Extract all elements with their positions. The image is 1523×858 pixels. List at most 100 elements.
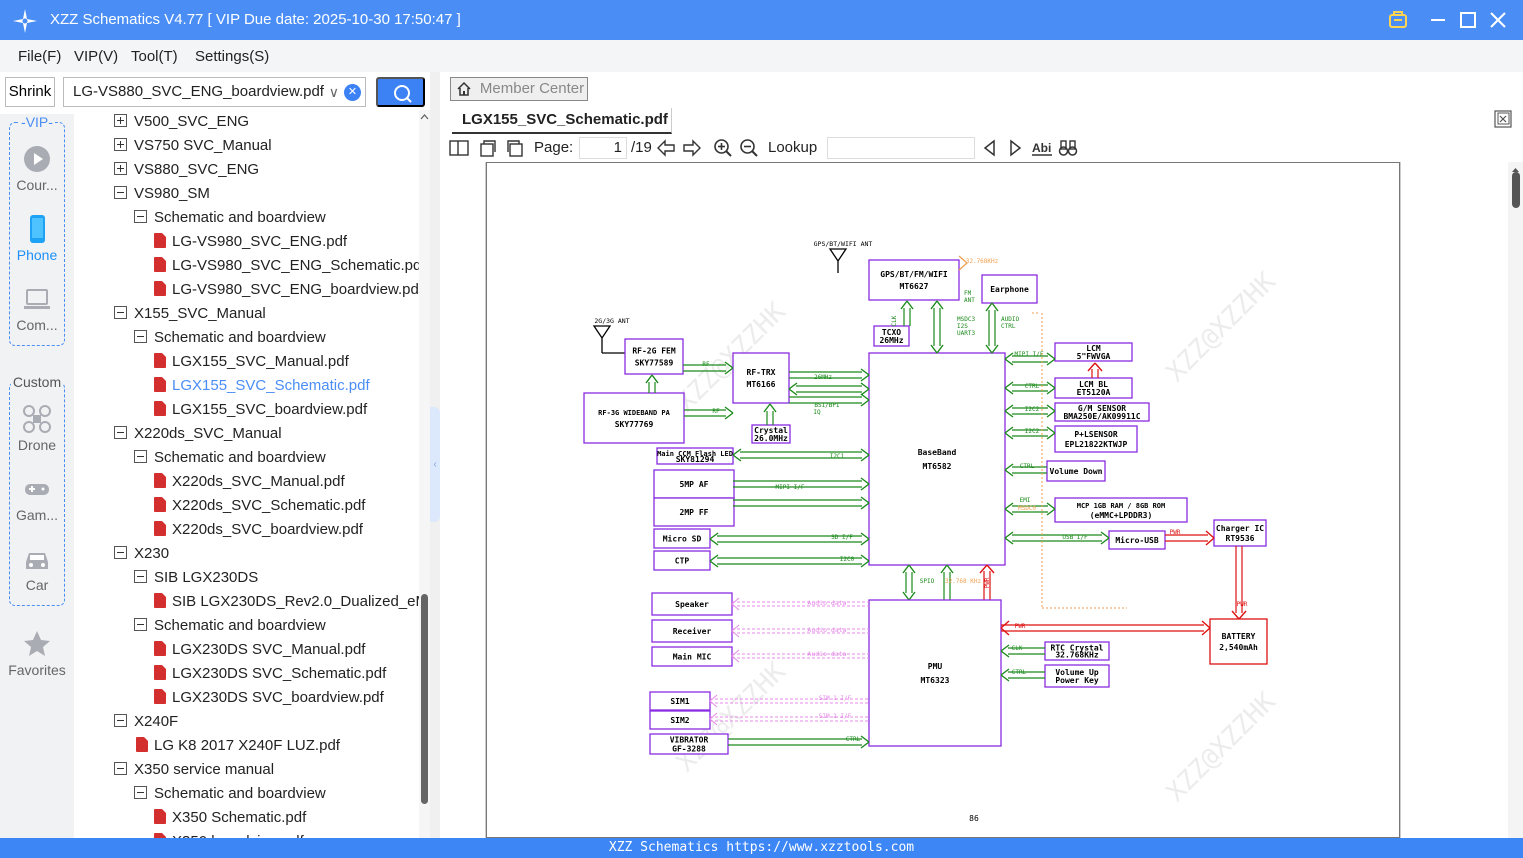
tree-folder-item[interactable]: SIB LGX230DS	[134, 566, 258, 590]
menu-file[interactable]: File(F)	[18, 48, 62, 65]
minimize-icon[interactable]	[1425, 7, 1451, 33]
scroll-up-icon[interactable]	[419, 111, 430, 123]
tree-file-item[interactable]: X220ds_SVC_Schematic.pdf	[154, 494, 365, 518]
tree-file-item[interactable]: SIB LGX230DS_Rev2.0_Dualized_eMMC	[154, 590, 419, 614]
tree-folder-item[interactable]: X230	[114, 542, 169, 566]
menu-settings[interactable]: Settings(S)	[195, 48, 270, 65]
file-search-combobox[interactable]: LG-VS880_SVC_ENG_boardview.pdf ∨ ✕	[63, 77, 366, 107]
menu-vip[interactable]: VIP(V)	[74, 48, 119, 65]
block-crystal26	[751, 424, 791, 444]
block-microusb	[1108, 530, 1166, 550]
tree-file-item[interactable]: LGX230DS SVC_Manual.pdf	[154, 638, 365, 662]
sidebar-item-car[interactable]: Car	[0, 544, 74, 593]
tree-file-item[interactable]: X350 boardview.pdf	[154, 830, 304, 838]
tree-file-item[interactable]: LG-VS980_SVC_ENG_boardview.pdf	[154, 278, 419, 302]
diagram-label: CTRL	[1001, 323, 1016, 330]
collapse-icon[interactable]	[114, 186, 127, 199]
viewer-scrollbar[interactable]	[1508, 162, 1523, 838]
collapse-icon[interactable]	[134, 210, 147, 223]
tree-file-item[interactable]: LG-VS980_SVC_ENG_Schematic.pdf	[154, 254, 419, 278]
tree-file-item[interactable]: X350 Schematic.pdf	[154, 806, 306, 830]
toggle-sidebar-icon[interactable]	[449, 138, 469, 158]
maximize-icon[interactable]	[1455, 7, 1481, 33]
diagram-label: MCP 1GB RAM / 8GB ROM	[1077, 502, 1166, 510]
sidebar-item-game[interactable]: Gam...	[0, 474, 74, 523]
file-search-value: LG-VS880_SVC_ENG_boardview.pdf	[73, 83, 324, 100]
tree-scroll-thumb[interactable]	[421, 594, 428, 804]
collapse-icon[interactable]	[134, 330, 147, 343]
tree-folder-item[interactable]: X350 service manual	[114, 758, 274, 782]
tree-folder-item[interactable]: X220ds_SVC_Manual	[114, 422, 282, 446]
tree-folder-item[interactable]: Schematic and boardview	[134, 782, 326, 806]
viewer-scroll-thumb[interactable]	[1512, 172, 1520, 208]
tree-file-item[interactable]: LG-VS980_SVC_ENG.pdf	[154, 230, 347, 254]
expand-icon[interactable]	[114, 138, 127, 151]
collapse-icon[interactable]	[134, 450, 147, 463]
tree-file-item[interactable]: LGX230DS SVC_boardview.pdf	[154, 686, 384, 710]
close-tabs-icon[interactable]	[1494, 110, 1512, 128]
match-case-icon[interactable]: Abi	[1031, 138, 1053, 158]
tab-document[interactable]: LGX155_SVC_Schematic.pdf	[452, 108, 672, 134]
tree-folder-item[interactable]: VS880_SVC_ENG	[114, 158, 259, 182]
sidebar-item-drone[interactable]: Drone	[0, 404, 74, 453]
sidebar-item-computer[interactable]: Com...	[0, 284, 74, 333]
scroll-up-icon[interactable]	[1508, 165, 1523, 175]
block-cam5	[653, 469, 735, 499]
collapse-icon[interactable]	[114, 714, 127, 727]
collapse-icon[interactable]	[114, 762, 127, 775]
pdf-file-icon	[154, 401, 166, 416]
tree-file-item[interactable]: LGX155_SVC_boardview.pdf	[154, 398, 367, 422]
page-number-input[interactable]: 1	[579, 137, 627, 159]
tree-folder-item[interactable]: Schematic and boardview	[134, 206, 326, 230]
tree-file-item[interactable]: LGX230DS SVC_Schematic.pdf	[154, 662, 386, 686]
collapse-icon[interactable]	[114, 426, 127, 439]
member-center-button[interactable]: Member Center	[450, 77, 588, 101]
expand-icon[interactable]	[114, 162, 127, 175]
next-page-icon[interactable]	[682, 138, 702, 158]
tree-file-item[interactable]: LGX155_SVC_Schematic.pdf	[154, 374, 370, 398]
lookup-input[interactable]	[827, 137, 975, 159]
tree-file-item[interactable]: X220ds_SVC_boardview.pdf	[154, 518, 363, 542]
collapse-panel-handle[interactable]: ‹	[430, 407, 440, 522]
tree-folder-item[interactable]: VS980_SM	[114, 182, 210, 206]
panel-divider[interactable]: ‹	[430, 72, 440, 838]
tree-file-item[interactable]: X220ds_SVC_Manual.pdf	[154, 470, 345, 494]
sidebar-item-favorites[interactable]: Favorites	[0, 629, 74, 678]
arrow-head	[860, 532, 870, 546]
expand-icon[interactable]	[114, 114, 127, 127]
rotate-right-icon[interactable]	[505, 138, 525, 158]
tree-file-item[interactable]: LGX155_SVC_Manual.pdf	[154, 350, 349, 374]
collapse-icon[interactable]	[134, 618, 147, 631]
tree-folder-item[interactable]: Schematic and boardview	[134, 614, 326, 638]
collapse-icon[interactable]	[134, 786, 147, 799]
find-next-icon[interactable]	[1005, 138, 1025, 158]
tree-file-item[interactable]: LG K8 2017 X240F LUZ.pdf	[136, 734, 340, 758]
zoom-out-icon[interactable]	[739, 138, 759, 158]
clear-icon[interactable]: ✕	[344, 84, 361, 101]
previous-page-icon[interactable]	[656, 138, 676, 158]
collapse-icon[interactable]	[114, 306, 127, 319]
find-previous-icon[interactable]	[980, 138, 1000, 158]
tree-item-label: SIB LGX230DS_Rev2.0_Dualized_eMMC	[172, 593, 419, 610]
zoom-in-icon[interactable]	[713, 138, 733, 158]
vip-badge-icon[interactable]	[1385, 7, 1411, 33]
tree-folder-item[interactable]: Schematic and boardview	[134, 326, 326, 350]
binoculars-icon[interactable]	[1058, 138, 1078, 158]
search-button[interactable]	[376, 77, 425, 107]
tree-folder-item[interactable]: Schematic and boardview	[134, 446, 326, 470]
rotate-left-icon[interactable]	[478, 138, 498, 158]
collapse-icon[interactable]	[114, 546, 127, 559]
shrink-button[interactable]: Shrink	[5, 77, 55, 107]
tree-scrollbar[interactable]	[419, 110, 430, 838]
sidebar-item-phone[interactable]: Phone	[0, 214, 74, 263]
tree-folder-item[interactable]: X240F	[114, 710, 178, 734]
menu-tool[interactable]: Tool(T)	[131, 48, 178, 65]
chevron-down-icon[interactable]: ∨	[328, 84, 339, 100]
tree-folder-item[interactable]: X155_SVC_Manual	[114, 302, 266, 326]
sidebar-item-course[interactable]: Cour...	[0, 144, 74, 193]
close-icon[interactable]	[1485, 7, 1511, 33]
tree-folder-item[interactable]: VS750 SVC_Manual	[114, 134, 272, 158]
collapse-icon[interactable]	[134, 570, 147, 583]
tree-folder-item[interactable]: V500_SVC_ENG	[114, 110, 249, 134]
